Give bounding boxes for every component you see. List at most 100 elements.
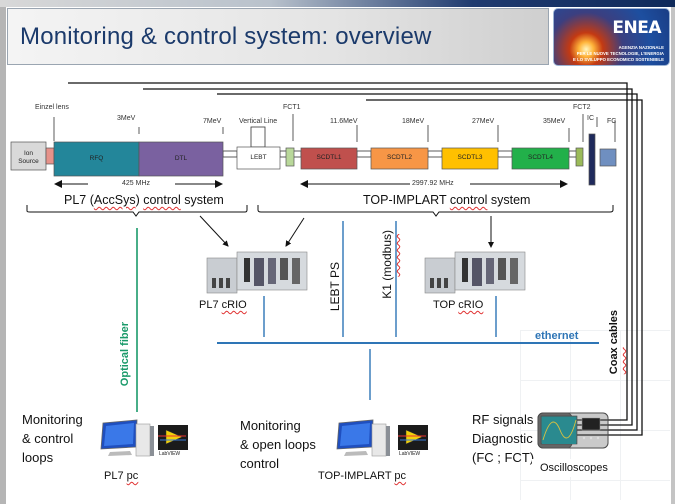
pl7-mid: ): [135, 193, 144, 207]
fct1-box: [285, 147, 295, 167]
top-crio-label: TOP cRIO: [433, 299, 483, 311]
top-control-system-label: TOP-IMPLART control system: [363, 193, 530, 207]
einzel-lens-marker: Einzel lens: [35, 104, 69, 111]
logo-subtitle-2: PER LE NUOVE TECNOLOGIE, L'ENERGIA: [576, 51, 664, 56]
top-description-line3: control: [240, 456, 280, 471]
scope-description-line1: RF signals: [472, 412, 534, 427]
title-bar: [7, 8, 549, 65]
top-pc-label: TOP-IMPLART pc: [318, 470, 406, 482]
beamline-components: [10, 133, 617, 186]
logo-wordmark: ENEA: [612, 18, 661, 38]
top-suffix: system: [487, 193, 531, 207]
dtl-box: [138, 141, 224, 177]
pl7-suffix: system: [180, 193, 224, 207]
pl7-description-line1: Monitoring: [22, 412, 83, 427]
top-crio-device: [424, 251, 526, 294]
marker-27mev: 27MeV: [472, 118, 495, 125]
rfq-label: RFQ: [89, 155, 104, 162]
pl7-accsys: AccSys: [93, 193, 136, 207]
pl7-control-system-label: PL7 (AccSys) control system: [64, 193, 224, 207]
ion-source-label: Ion Source: [13, 150, 44, 166]
pl7-description: Monitoring & control loops: [22, 410, 83, 467]
optical-fiber-label: Optical fiber: [119, 322, 131, 387]
scdtl1-label: SCDTL1: [316, 154, 342, 161]
pl7-labview-icon: [158, 425, 188, 450]
top-description: Monitoring & open loops control: [240, 416, 316, 473]
scope-description-line2: Diagnostic: [472, 431, 533, 446]
vertical-line-marker: Vertical Line: [239, 118, 278, 125]
coax-cable-3: [217, 93, 638, 431]
brace-pl7: [26, 205, 248, 217]
pl7-pc-word: pc: [126, 470, 139, 482]
scdtl3-box: [441, 147, 499, 170]
coax-cables-label: Coax cables: [608, 310, 620, 374]
scdtl1-box: [300, 147, 358, 170]
pl7-pc-label: PL7 pc: [104, 470, 138, 482]
pl7-labview-label: LabVIEW: [159, 451, 181, 457]
lebt-box: [236, 146, 281, 170]
k1-suffix: ): [380, 230, 394, 234]
rfq-box: [53, 141, 140, 177]
marker-ticks: [53, 114, 616, 142]
braces: [26, 205, 614, 217]
k1-prefix: K1 (: [380, 276, 394, 299]
top-description-line1: Monitoring: [240, 418, 301, 433]
scope-description: RF signals Diagnostic (FC ; FCT): [472, 410, 534, 467]
oscilloscope-icon: [537, 412, 609, 449]
fct2-box: [575, 147, 584, 167]
page-title: Monitoring & control system: overview: [20, 23, 432, 50]
slide-left-frame: [0, 0, 6, 504]
coax-cable-1: [68, 82, 628, 421]
oscilloscopes-label: Oscilloscopes: [532, 459, 616, 477]
dtl-label: DTL: [174, 155, 188, 162]
top-crio-word: cRIO: [458, 299, 484, 311]
ic-marker: IC: [587, 115, 594, 122]
top-labview-icon: [398, 425, 428, 450]
marker-18mev: 18MeV: [402, 118, 425, 125]
einzel-lens-box: [45, 147, 55, 165]
ion-source-label-line1: Ion: [23, 150, 34, 157]
lebt-ps-label: LEBT PS: [328, 262, 342, 312]
top-pc-icon: [336, 419, 390, 457]
top-labview-label: LabVIEW: [399, 451, 421, 457]
enea-logo: ENEA AGENZIA NAZIONALE PER LE NUOVE TECN…: [553, 8, 670, 66]
ethernet-network: [217, 221, 599, 400]
marker-11-6mev: 11.6MeV: [330, 118, 358, 125]
scdtl4-label: SCDTL4: [528, 154, 553, 161]
freq-label-425: 425 MHz: [122, 180, 151, 187]
top-prefix: TOP-IMPLART: [363, 193, 450, 207]
fct1-marker: FCT1: [283, 104, 301, 111]
pl7-crio-prefix: PL7: [199, 299, 222, 311]
pl7-description-line2: & control: [22, 431, 74, 446]
fct2-marker: FCT2: [573, 104, 591, 111]
pl7-pc-prefix: PL7: [104, 470, 127, 482]
pl7-crio-label: PL7 cRIO: [199, 299, 247, 311]
coax-cables: [68, 82, 643, 436]
top-crio-prefix: TOP: [433, 299, 459, 311]
scope-description-line3: (FC ; FCT): [472, 450, 535, 465]
pl7-control-word: control: [143, 193, 181, 207]
scdtl4-box: [511, 147, 570, 170]
coax-word: Coax: [608, 347, 620, 375]
marker-3mev: 3MeV: [117, 115, 136, 122]
pl7-crio-word: cRIO: [221, 299, 247, 311]
top-description-line2: & open loops: [240, 437, 316, 452]
k1-modbus-label: K1 (modbus): [380, 230, 394, 299]
brace-top: [257, 205, 614, 217]
scdtl3-label: SCDTL3: [457, 154, 483, 161]
pl7-pc-icon: [100, 419, 154, 457]
coax-cable-4: [366, 99, 643, 436]
logo-subtitle-3: E LO SVILUPPO ECONOMICO SOSTENIBILE: [573, 57, 664, 62]
ion-source-label-line2: Source: [18, 158, 39, 165]
cables-word: cables: [608, 310, 620, 345]
lebt-label: LEBT: [250, 154, 267, 161]
coax-cable-2: [143, 88, 633, 426]
pl7-crio-device: [206, 251, 308, 294]
pl7-prefix: PL7 (: [64, 193, 94, 207]
marker-35mev: 35MeV: [543, 118, 566, 125]
top-pc-prefix: TOP-IMPLART: [318, 470, 395, 482]
ic-box: [588, 133, 596, 186]
header-gradient-bar: [0, 0, 675, 7]
crio-arrows: [199, 215, 494, 248]
